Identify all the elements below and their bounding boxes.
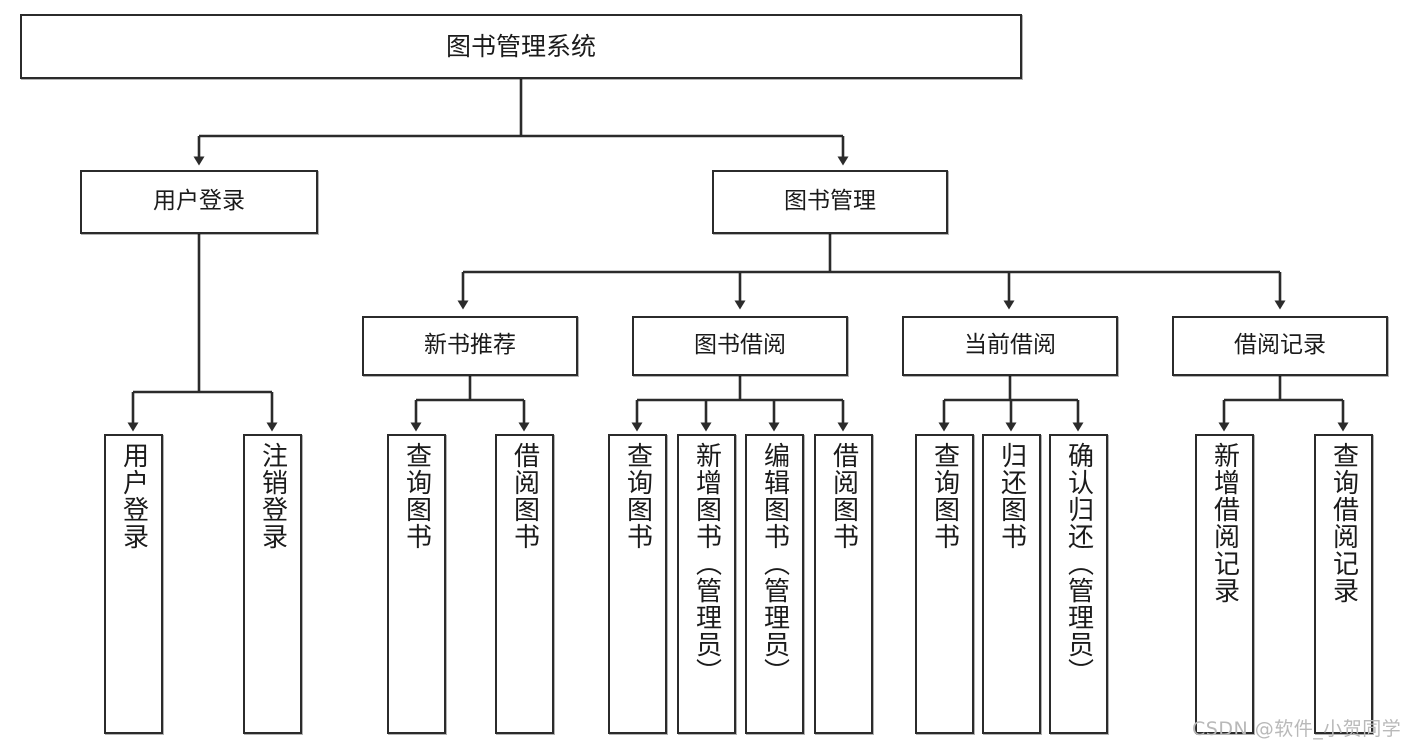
node-leaf-user-login[interactable]: 用户登录 bbox=[104, 434, 163, 734]
node-label: 查询图书 bbox=[622, 442, 653, 550]
node-leaf-return-book[interactable]: 归还图书 bbox=[982, 434, 1041, 734]
node-label: 注销登录 bbox=[257, 442, 288, 550]
node-book-management-system[interactable]: 图书管理系统 bbox=[20, 14, 1022, 79]
node-label: 新书推荐 bbox=[424, 332, 516, 359]
node-leaf-borrow-book[interactable]: 借阅图书 bbox=[814, 434, 873, 734]
node-new-book-recommend[interactable]: 新书推荐 bbox=[362, 316, 578, 376]
node-label: 用户登录 bbox=[153, 188, 245, 215]
node-label: 用户登录 bbox=[118, 442, 149, 550]
node-label: 新增图书（管理员） bbox=[691, 442, 722, 685]
csdn-watermark: CSDN @软件_小贺同学 bbox=[1192, 718, 1402, 740]
node-current-borrow[interactable]: 当前借阅 bbox=[902, 316, 1118, 376]
node-book-management[interactable]: 图书管理 bbox=[712, 170, 948, 234]
node-label: 借阅图书 bbox=[509, 442, 540, 550]
node-label: 当前借阅 bbox=[964, 332, 1056, 359]
node-leaf-query-borrow-record[interactable]: 查询借阅记录 bbox=[1314, 434, 1373, 734]
node-leaf-add-borrow-record[interactable]: 新增借阅记录 bbox=[1195, 434, 1254, 734]
node-label: 图书借阅 bbox=[694, 332, 786, 359]
node-leaf-logout-login[interactable]: 注销登录 bbox=[243, 434, 302, 734]
node-label: 查询借阅记录 bbox=[1328, 442, 1359, 604]
node-book-borrow[interactable]: 图书借阅 bbox=[632, 316, 848, 376]
node-label: 编辑图书（管理员） bbox=[759, 442, 790, 685]
node-label: 确认归还（管理员） bbox=[1063, 442, 1094, 685]
node-label: 归还图书 bbox=[996, 442, 1027, 550]
node-label: 查询图书 bbox=[929, 442, 960, 550]
node-leaf-query-book-borrow[interactable]: 查询图书 bbox=[608, 434, 667, 734]
node-label: 查询图书 bbox=[401, 442, 432, 550]
node-leaf-query-book-recommend[interactable]: 查询图书 bbox=[387, 434, 446, 734]
node-label: 借阅图书 bbox=[828, 442, 859, 550]
node-leaf-add-book-admin[interactable]: 新增图书（管理员） bbox=[677, 434, 736, 734]
node-label: 新增借阅记录 bbox=[1209, 442, 1240, 604]
node-leaf-confirm-return-admin[interactable]: 确认归还（管理员） bbox=[1049, 434, 1108, 734]
node-borrow-record[interactable]: 借阅记录 bbox=[1172, 316, 1388, 376]
node-user-login[interactable]: 用户登录 bbox=[80, 170, 318, 234]
node-label: 借阅记录 bbox=[1234, 332, 1326, 359]
node-label: 图书管理系统 bbox=[445, 31, 596, 61]
node-leaf-query-book-current[interactable]: 查询图书 bbox=[915, 434, 974, 734]
node-leaf-borrow-book-recommend[interactable]: 借阅图书 bbox=[495, 434, 554, 734]
node-label: 图书管理 bbox=[784, 188, 876, 215]
node-leaf-edit-book-admin[interactable]: 编辑图书（管理员） bbox=[745, 434, 804, 734]
